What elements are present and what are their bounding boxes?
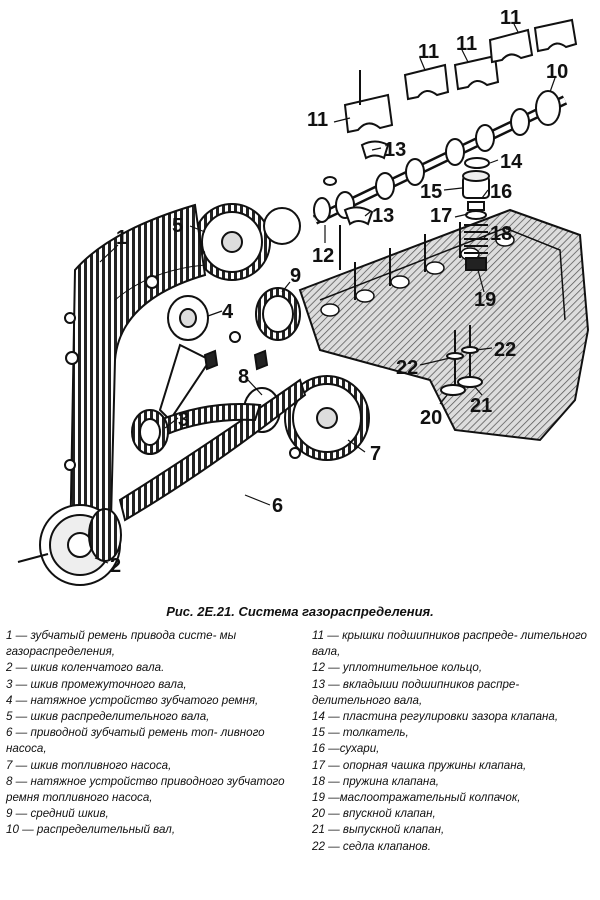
diagram-svg: 1 2 3 4 5 6 7 8 9 10 11 11 11 11 12 13 1…: [17, 7, 590, 586]
exploded-diagram: 1 2 3 4 5 6 7 8 9 10 11 11 11 11 12 13 1…: [17, 7, 590, 586]
legend-item: 20 — впускной клапан,: [312, 807, 436, 821]
callout-18: 18: [490, 223, 512, 245]
middle-pulley: [255, 287, 301, 341]
callout-13a: 13: [384, 139, 406, 161]
callout-1: 1: [116, 227, 127, 249]
callout-22b: 22: [494, 339, 516, 361]
legend-item: 16 —сухари,: [312, 742, 380, 756]
legend-item: 12 — уплотнительное кольцо,: [312, 661, 483, 675]
legend-item: 19 —маслоотражательный колпачок,: [312, 791, 521, 805]
legend-left-column: 1 — зубчатый ремень привода систе- мы га…: [6, 628, 298, 896]
small-parts: [313, 176, 341, 270]
callout-2: 2: [110, 555, 121, 577]
legend-item: 3 — шкив промежуточного вала,: [6, 677, 187, 691]
valves: [440, 325, 483, 396]
legend-right-column: 11 — крышки подшипников распреде- литель…: [312, 628, 596, 896]
legend-item: 11 — крышки подшипников распреде- литель…: [312, 629, 587, 659]
legend-item: 7 — шкив топливного насоса,: [6, 758, 172, 772]
legend-item: 18 — пружина клапана,: [312, 774, 439, 788]
callout-7: 7: [370, 443, 381, 465]
callout-16: 16: [490, 181, 512, 203]
legend-item: 2 — шкив коленчатого вала.: [6, 661, 165, 675]
callout-5: 5: [172, 215, 183, 237]
callout-12: 12: [312, 245, 334, 267]
callout-20: 20: [420, 407, 442, 429]
legend-item: 4 — натяжное устройство зубчатого ремня,: [6, 693, 259, 707]
legend: 1 — зубчатый ремень привода систе- мы га…: [6, 628, 596, 896]
fasteners: [64, 275, 301, 471]
intermediate-pulley: [131, 409, 169, 455]
bearing-caps: [343, 18, 578, 134]
legend-item: 17 — опорная чашка пружины клапана,: [312, 758, 527, 772]
callout-15: 15: [420, 181, 442, 203]
legend-item: 6 — приводной зубчатый ремень топ- ливно…: [6, 726, 265, 756]
callout-11d: 11: [500, 7, 521, 29]
callout-6: 6: [272, 495, 283, 517]
legend-item: 8 — натяжное устройство приводного зубча…: [6, 774, 285, 805]
callout-14: 14: [500, 151, 523, 173]
bearing-shells: [343, 140, 390, 226]
camshaft: [312, 90, 568, 225]
callout-10: 10: [546, 61, 568, 83]
callout-11c: 11: [456, 33, 477, 55]
callout-8: 8: [238, 366, 249, 388]
legend-item: 5 — шкив распределительного вала,: [6, 710, 210, 724]
figure-caption: Рис. 2Е.21. Система газораспределения.: [166, 604, 434, 619]
belt-tensioner: [158, 295, 212, 422]
callout-17: 17: [430, 205, 452, 227]
legend-item: 10 — распределительный вал,: [6, 823, 176, 837]
fuel-pump-belt: [118, 378, 307, 522]
legend-item: 21 — выпускной клапан,: [312, 823, 445, 837]
callout-11b: 11: [418, 41, 439, 63]
callout-21: 21: [470, 395, 492, 417]
legend-item: 14 — пластина регулировки зазора клапана…: [312, 710, 559, 724]
callout-9: 9: [290, 265, 301, 287]
cylinder-head: [298, 208, 590, 442]
callout-4: 4: [222, 301, 234, 323]
callout-11a: 11: [307, 109, 328, 131]
callouts: 1 2 3 4 5 6 7 8 9 10 11 11 11 11 12 13 1…: [110, 7, 568, 577]
legend-item: 22 — седла клапанов.: [312, 839, 431, 853]
fuel-pump-pulley: [284, 375, 370, 461]
tappet-assembly: [462, 157, 490, 271]
legend-item: 15 — толкатель,: [312, 726, 409, 740]
leader-lines: [94, 23, 556, 564]
callout-3: 3: [178, 409, 189, 431]
callout-22a: 22: [396, 357, 418, 379]
callout-13b: 13: [372, 205, 394, 227]
legend-item: 13 — вкладыши подшипников распре- делите…: [312, 677, 520, 707]
callout-19: 19: [474, 289, 496, 311]
legend-item: 1 — зубчатый ремень привода систе- мы га…: [6, 629, 237, 659]
legend-item: 9 — средний шкив,: [6, 807, 109, 821]
crankshaft-pulley: [17, 504, 122, 586]
